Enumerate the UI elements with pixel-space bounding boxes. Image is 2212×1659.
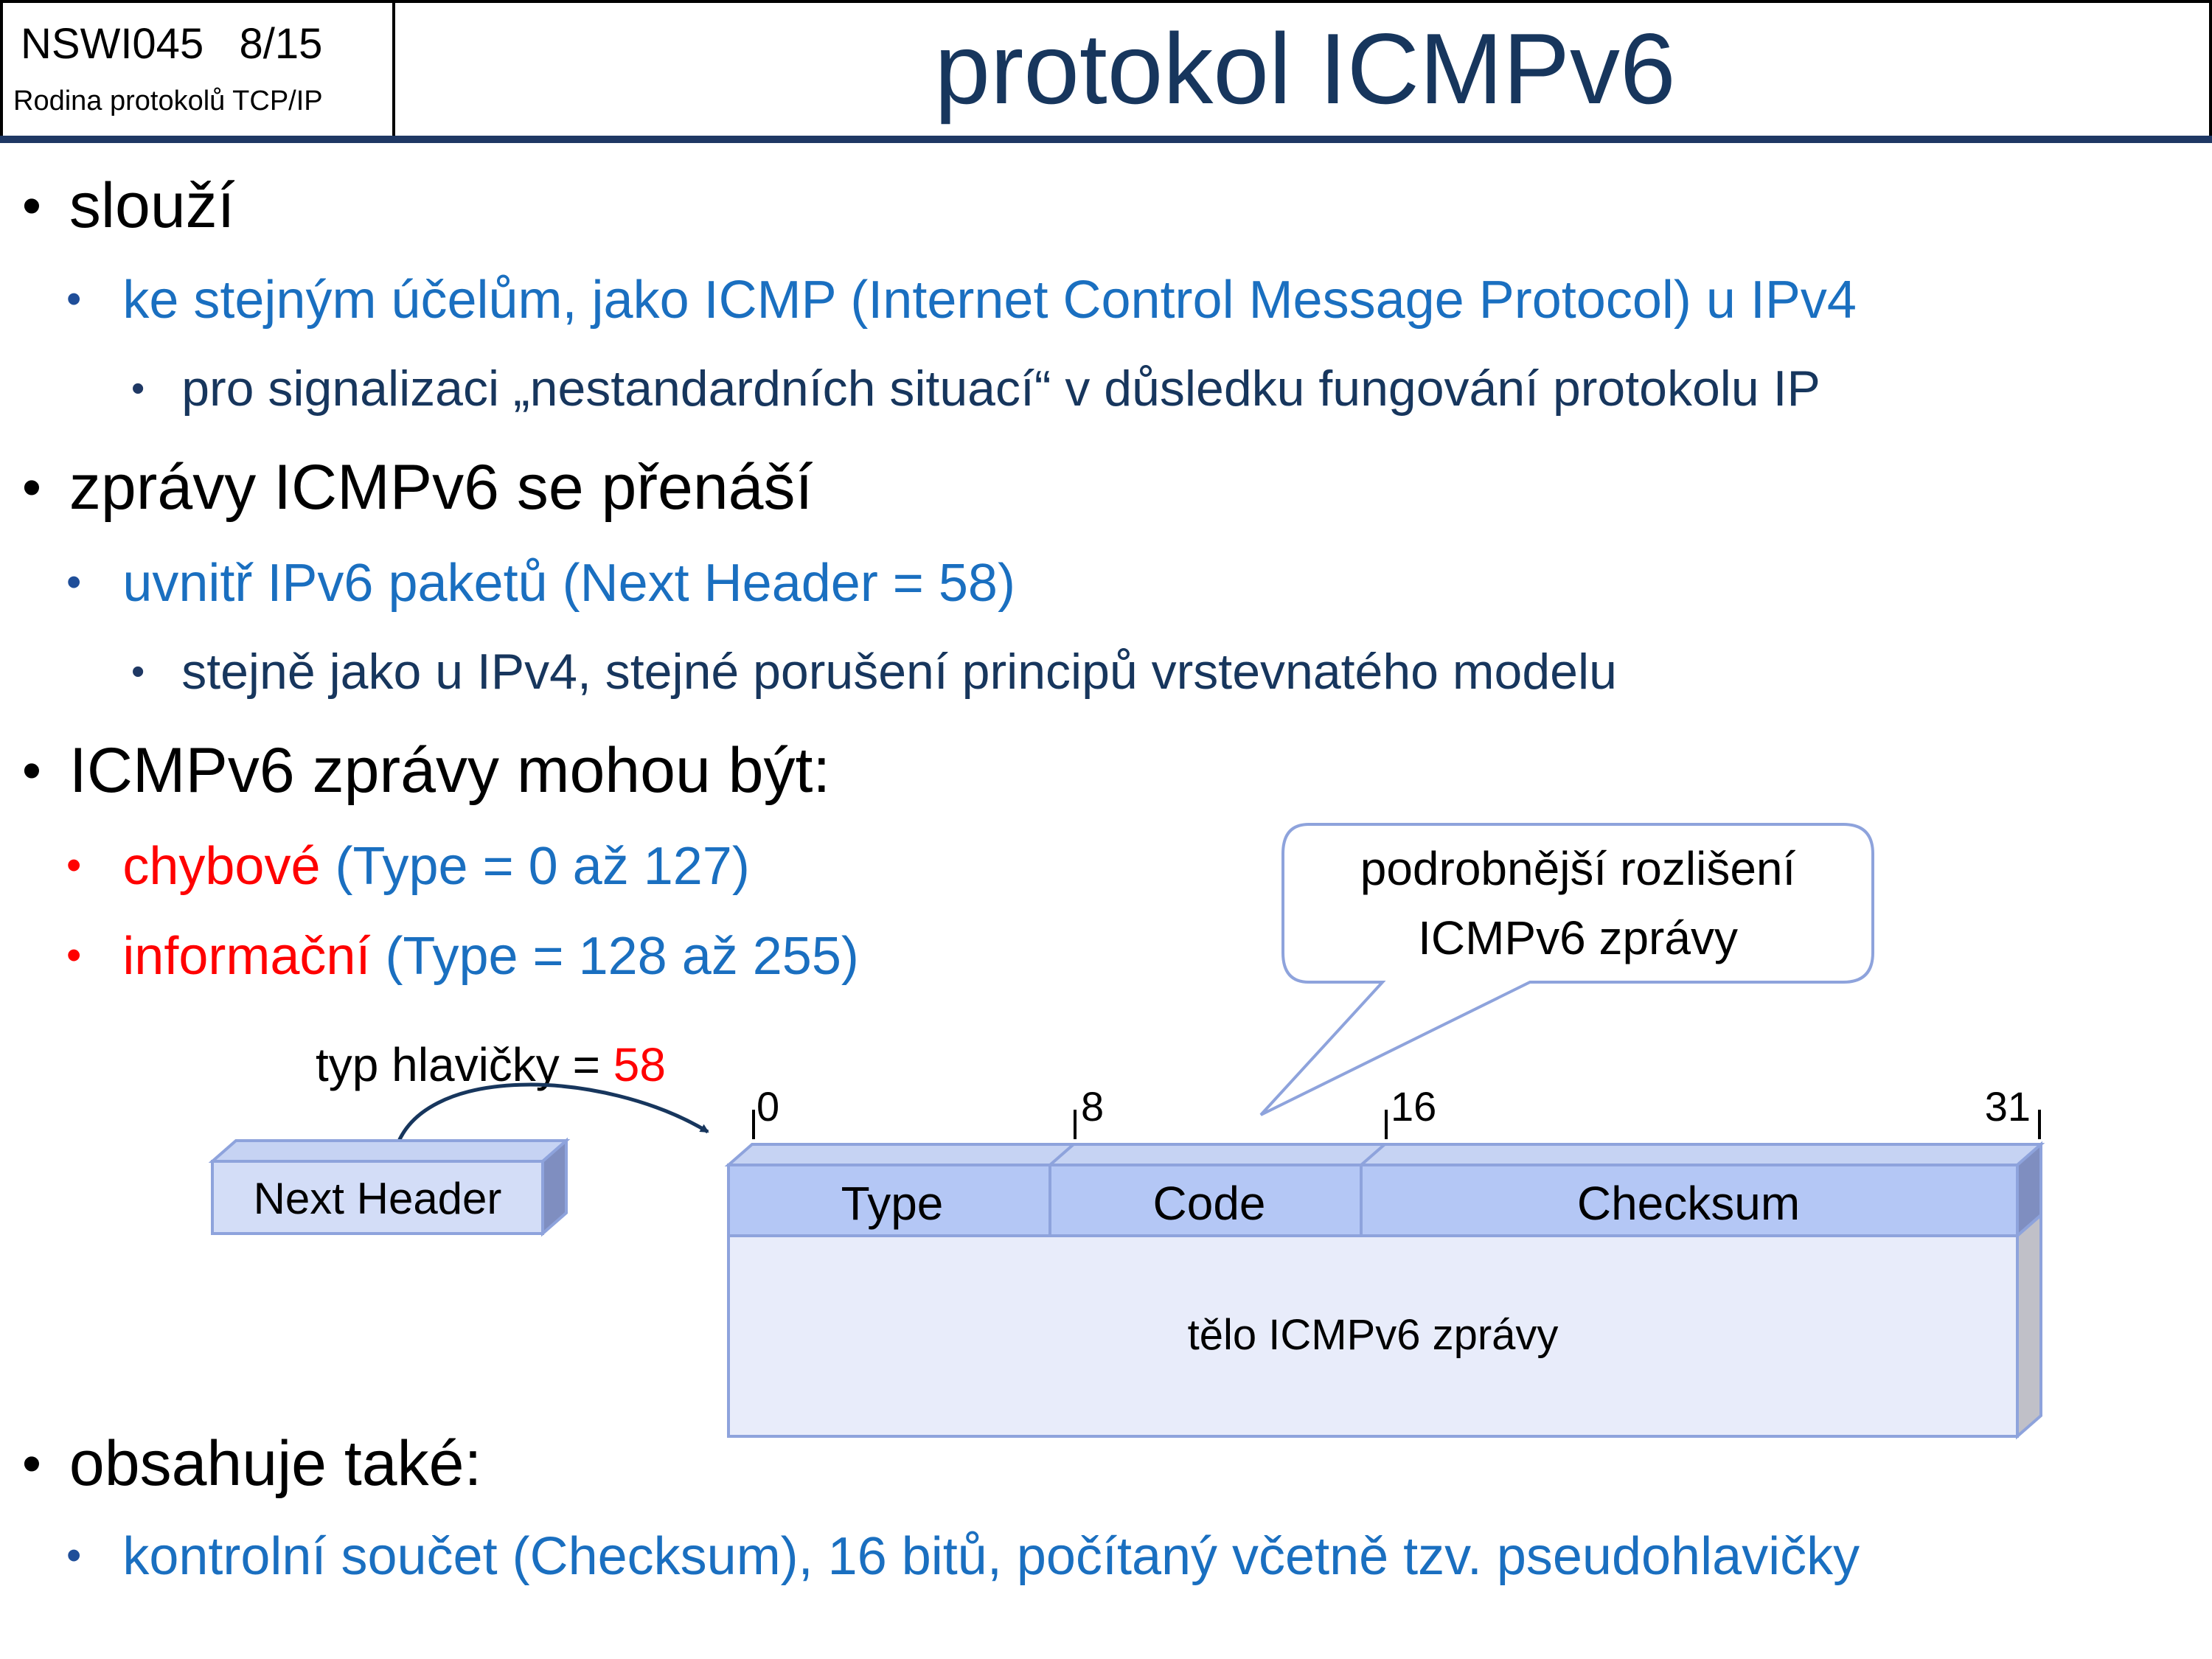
callout-bubble xyxy=(1259,823,1874,1116)
callout-line-2: ICMPv6 zprávy xyxy=(1418,911,1738,964)
bullet-message-kinds: •ICMPv6 zprávy mohou být: xyxy=(22,735,831,806)
bullet-dot: • xyxy=(66,931,82,979)
bullet-dot: • xyxy=(66,558,82,606)
bullet-inside-ipv6: •uvnitř IPv6 paketů (Next Header = 58) xyxy=(66,554,1015,613)
callout-line-1: podrobnější rozlišení xyxy=(1360,842,1796,895)
field-type-label: Type xyxy=(841,1177,944,1230)
bullet-serves: •slouží xyxy=(22,170,235,241)
bullet-dot: • xyxy=(66,1531,82,1579)
icmpv6-packet: Type Code Checksum tělo ICMPv6 zprávy xyxy=(724,1141,2045,1440)
bullet-transport: •zprávy ICMPv6 se přenáší xyxy=(22,452,813,523)
bit-ruler xyxy=(752,1110,2041,1139)
bit-label-0: 0 xyxy=(757,1083,779,1130)
field-checksum-label: Checksum xyxy=(1577,1177,1800,1230)
bullet-dot: • xyxy=(131,650,145,693)
bullet-dot: • xyxy=(22,456,41,518)
bullet-dot: • xyxy=(22,1433,41,1494)
bullet-dot: • xyxy=(66,275,82,323)
slide-title: protokol ICMPv6 xyxy=(934,13,1676,125)
field-type-cell xyxy=(727,1164,1051,1237)
next-header-box-label: Next Header xyxy=(254,1174,502,1223)
bullet-info-messages: •informační (Type = 128 až 255) xyxy=(66,927,859,986)
bit-label-8: 8 xyxy=(1081,1083,1104,1130)
bullet-also-contains: •obsahuje také: xyxy=(22,1428,482,1499)
message-body-cell xyxy=(727,1234,2019,1438)
title-rule xyxy=(0,136,2212,143)
bit-label-31: 31 xyxy=(1985,1083,2031,1130)
next-header-arrow xyxy=(392,1082,709,1155)
bullet-dot: • xyxy=(66,841,82,889)
bullet-same-purpose: •ke stejným účelům, jako ICMP (Internet … xyxy=(66,271,1857,330)
next-header-label: typ hlavičky = 58 xyxy=(316,1038,666,1091)
bullet-layer-violation: •stejně jako u IPv4, stejné porušení pri… xyxy=(131,644,1617,700)
bullet-dot: • xyxy=(131,367,145,410)
course-code: NSWI045 8/15 xyxy=(21,20,323,68)
bullet-error-messages: •chybové (Type = 0 až 127) xyxy=(66,837,750,896)
bullet-checksum: •kontrolní součet (Checksum), 16 bitů, p… xyxy=(66,1527,1860,1586)
next-header-label-text: typ hlavičky = xyxy=(316,1038,613,1091)
next-header-value: 58 xyxy=(613,1038,666,1091)
bullet-signalization: •pro signalizaci „nestandardních situací… xyxy=(131,361,1820,417)
field-code-label: Code xyxy=(1153,1177,1266,1230)
header-divider xyxy=(392,0,395,139)
course-name: Rodina protokolů TCP/IP xyxy=(13,86,323,116)
next-header-box: Next Header xyxy=(208,1137,571,1237)
message-body-label: tělo ICMPv6 zprávy xyxy=(1188,1311,1559,1359)
bit-label-16: 16 xyxy=(1391,1083,1436,1130)
bullet-dot: • xyxy=(22,175,41,236)
bullet-dot: • xyxy=(22,740,41,801)
